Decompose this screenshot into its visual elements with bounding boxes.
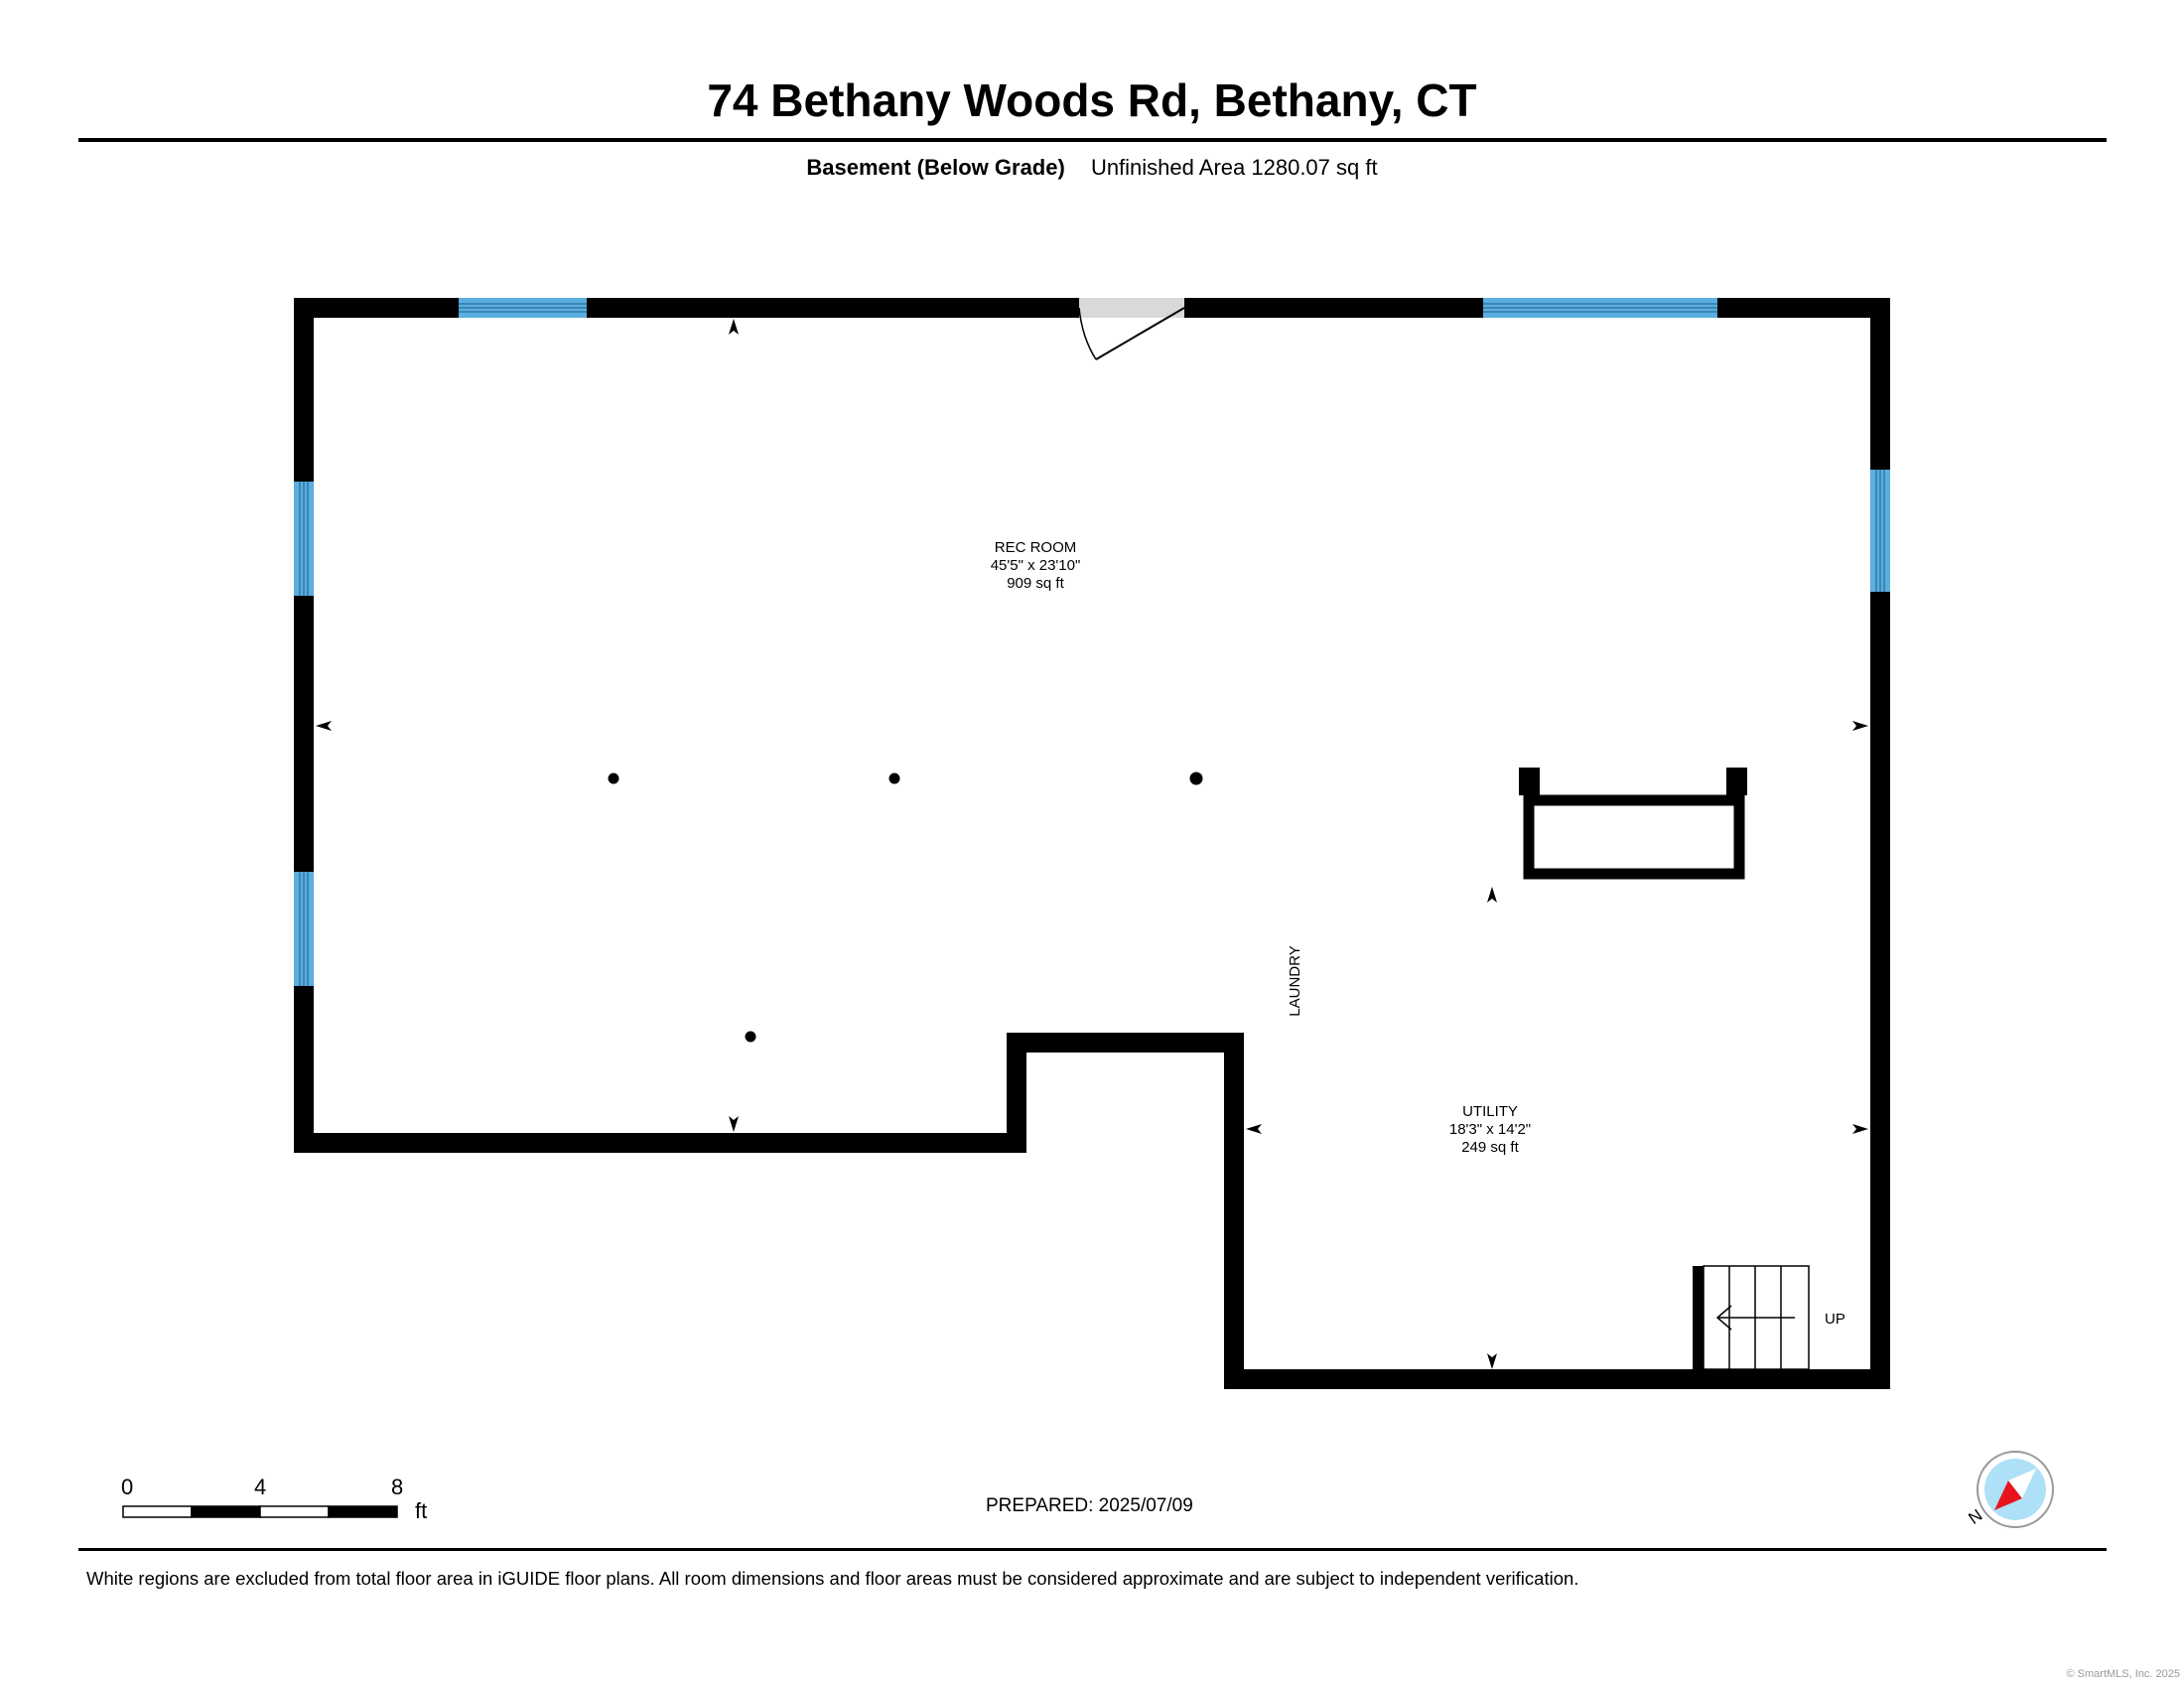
header-divider: [78, 138, 2107, 142]
dimension-markers: [316, 319, 1868, 1369]
marker-left-icon: [1246, 1124, 1262, 1134]
door-opening: [1079, 298, 1184, 318]
laundry-label: LAUNDRY: [1287, 945, 1303, 1016]
scale-bar: [122, 1505, 398, 1518]
staircase: UP: [1693, 1265, 1845, 1370]
scale-tick-label: 4: [254, 1475, 267, 1499]
page-title: 74 Bethany Woods Rd, Bethany, CT: [707, 74, 1477, 126]
stair-wall: [1693, 1266, 1704, 1369]
marker-right-icon: [1852, 721, 1868, 731]
marker-down-icon: [729, 1116, 739, 1132]
exterior-walls: [294, 298, 1890, 1389]
wall-outline: [294, 298, 1890, 1389]
windows: [294, 298, 1890, 986]
marker-left-icon: [316, 721, 332, 731]
room-name: UTILITY: [1462, 1103, 1518, 1120]
room-dimensions: 18'3" x 14'2": [1449, 1121, 1531, 1138]
support-post: [1189, 772, 1203, 785]
room-area: 249 sq ft: [1461, 1139, 1519, 1156]
room-name: REC ROOM: [995, 539, 1077, 556]
compass: [1977, 1451, 2054, 1528]
marker-up-icon: [729, 319, 739, 335]
door-swing-arc: [1078, 307, 1097, 360]
interior-structure: [1519, 768, 1747, 880]
support-post: [745, 1031, 756, 1043]
room-dimensions: 45'5" x 23'10": [991, 557, 1081, 574]
floor-level-name: Basement (Below Grade): [806, 155, 1065, 180]
floor-area-text: Unfinished Area 1280.07 sq ft: [1090, 155, 1378, 180]
scale-unit-label: ft: [415, 1498, 428, 1523]
stairs-label: UP: [1825, 1311, 1845, 1328]
footer-divider: [78, 1548, 2107, 1551]
marker-right-icon: [1852, 1124, 1868, 1134]
support-posts: [608, 772, 1203, 1043]
support-post: [608, 773, 619, 784]
room-area: 909 sq ft: [1007, 575, 1064, 592]
disclaimer-text: White regions are excluded from total fl…: [86, 1568, 1579, 1589]
fixture-enclosure: [1523, 770, 1745, 880]
marker-up-icon: [1487, 887, 1497, 903]
floor-summary: Basement (Below Grade) Unfinished Area 1…: [0, 155, 2184, 181]
marker-down-icon: [1487, 1353, 1497, 1369]
copyright-text: © SmartMLS, Inc. 2025: [2066, 1668, 2181, 1680]
support-post: [888, 773, 900, 784]
entry-door: [1078, 298, 1185, 360]
scale-tick-label: 8: [391, 1475, 404, 1499]
door-leaf: [1095, 307, 1185, 360]
room-labels: REC ROOM 45'5" x 23'10" 909 sq ft UTILIT…: [991, 539, 1531, 1156]
compass-needle-icon: [1994, 1480, 2022, 1510]
prepared-date: PREPARED: 2025/07/09: [986, 1495, 1193, 1516]
scale-tick-label: 0: [121, 1475, 134, 1499]
